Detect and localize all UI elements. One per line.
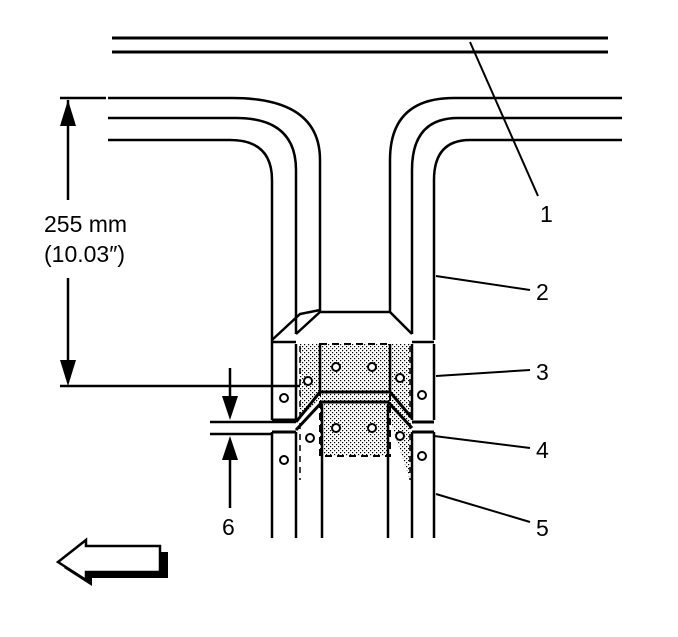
lower-rail-section — [270, 404, 436, 538]
callout-1-label: 1 — [540, 201, 553, 227]
reinforcement-sleeve — [299, 343, 411, 480]
callout-5-label: 5 — [536, 515, 549, 541]
leader-3 — [435, 369, 531, 377]
leader-5 — [435, 493, 531, 523]
dimension-imperial-label: (10.03″) — [44, 241, 125, 267]
forward-direction-arrow-icon — [55, 537, 168, 586]
frame-rail-bends — [108, 96, 622, 340]
callout-4-label: 4 — [536, 437, 549, 463]
dimension-gap: 6 — [210, 368, 296, 540]
callout-3-label: 3 — [536, 359, 549, 385]
leader-2 — [435, 275, 531, 291]
dimension-255: 255 mm (10.03″) — [44, 96, 300, 388]
upper-collar — [270, 308, 434, 344]
leader-1 — [469, 41, 539, 197]
callout-2-label: 2 — [536, 279, 549, 305]
plug-weld-holes — [279, 362, 427, 465]
callout-6-label: 6 — [222, 514, 235, 540]
leader-4 — [433, 435, 531, 449]
callout-numbers: 1 2 3 4 5 — [536, 201, 553, 541]
splice-joint — [272, 390, 434, 434]
frame-rail-top — [112, 36, 608, 54]
upper-rail-stub — [270, 344, 436, 420]
callout-leaders — [433, 41, 539, 523]
dimension-metric-label: 255 mm — [44, 211, 127, 237]
